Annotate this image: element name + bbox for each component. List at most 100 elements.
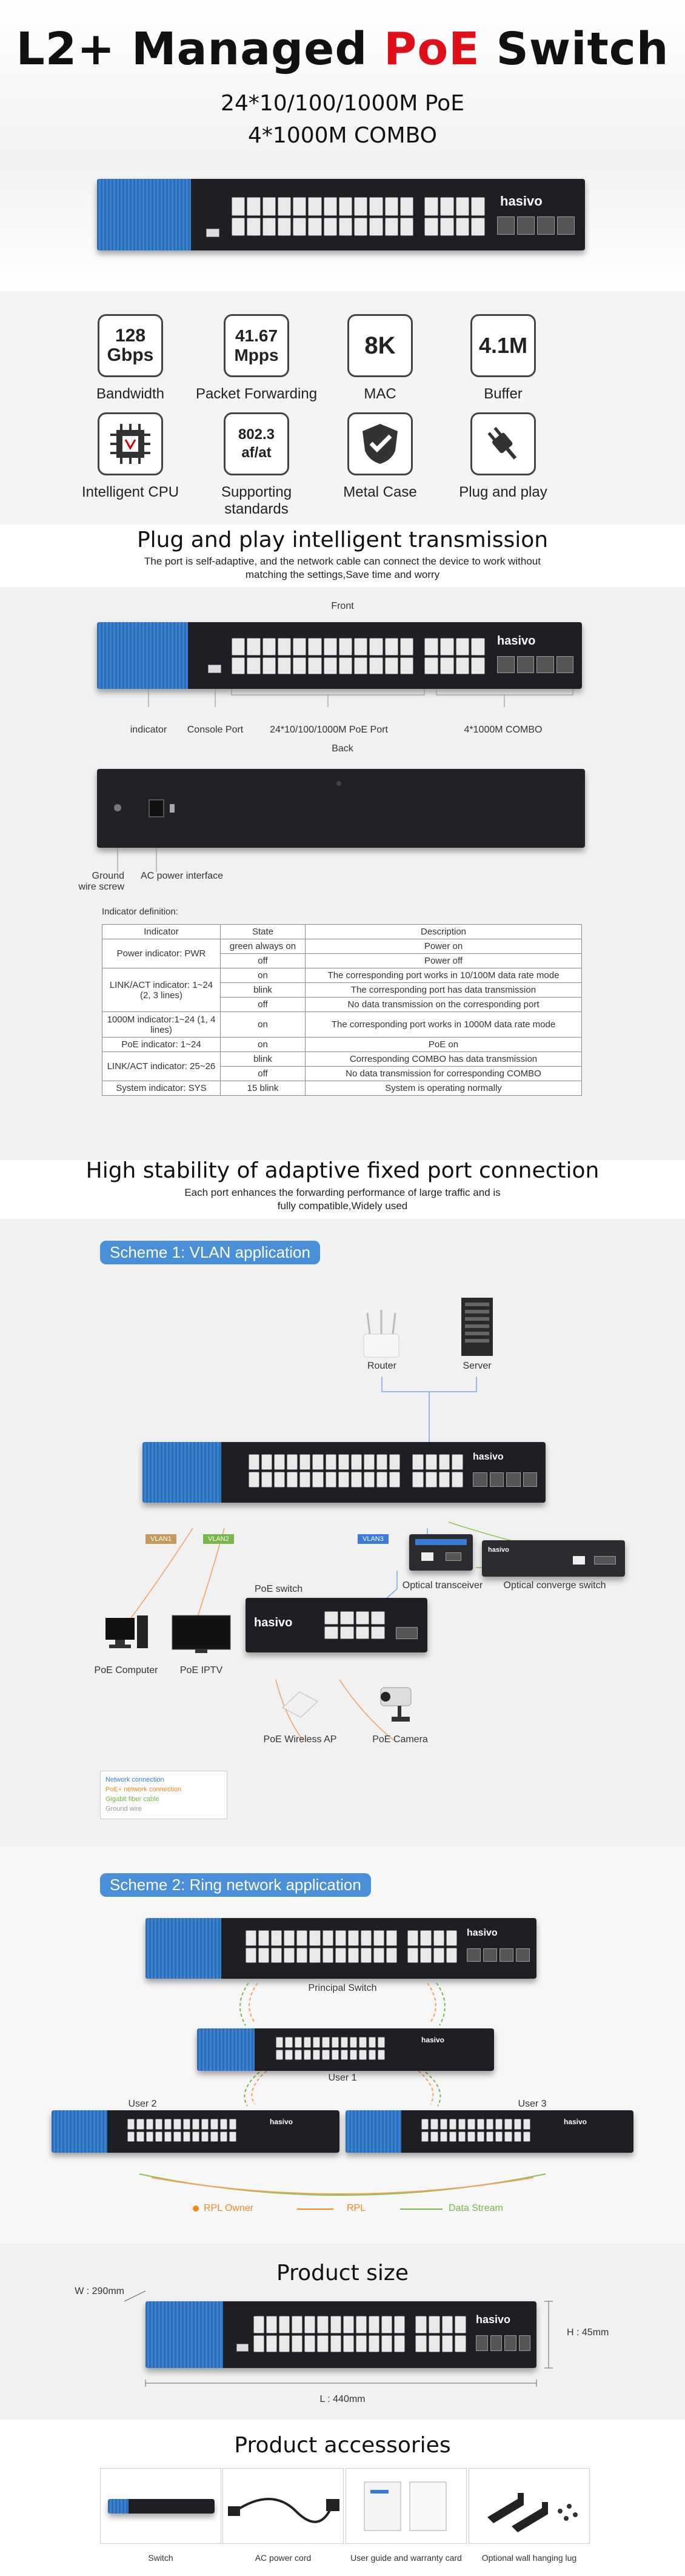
rj45-port [155, 2119, 162, 2130]
scheme1-section: Scheme 1: VLAN application Router Server [0, 1219, 685, 1846]
rj45-port [455, 657, 470, 674]
rj45-port [343, 2316, 354, 2333]
rj45-port [287, 1454, 298, 1470]
rj45-port [420, 1930, 432, 1946]
rj45-port [340, 2037, 348, 2048]
rj45-port [399, 217, 413, 236]
poe-port-label: 24*10/100/1000M PoE Port [270, 725, 388, 735]
rj45-port [428, 2335, 440, 2352]
scheme1-connection-lines [121, 1377, 534, 1741]
rj45-port [325, 1454, 336, 1470]
stability-desc-1: Each port enhances the forwarding perfor… [184, 1187, 501, 1198]
rj45-port [415, 2335, 427, 2352]
rj45-port [381, 2316, 392, 2333]
rj45-port [247, 657, 261, 674]
rj45-port [324, 1611, 338, 1625]
rj45-port [247, 217, 261, 236]
rj45-port [449, 2119, 456, 2130]
optical-transceiver-label: Optical transceiver [402, 1580, 483, 1591]
rj45-port [229, 2131, 236, 2142]
optical-switch-label: Optical converge switch [503, 1580, 606, 1591]
rj45-port [330, 2335, 341, 2352]
rj45-port [439, 2131, 447, 2142]
ring-arrows [139, 1982, 546, 2196]
computer-icon [102, 1613, 150, 1655]
feature-cpu: Intelligent CPU [64, 412, 197, 501]
feature-standards: 802.3 af/at Supporting standards [190, 412, 323, 518]
rj45-port [350, 2037, 358, 2048]
rj45-port [258, 1947, 270, 1963]
rj45-port [430, 2119, 438, 2130]
legend-item: Gigabit fiber cable [105, 1796, 159, 1803]
rj45-port [428, 2316, 440, 2333]
rj45-port [246, 1930, 257, 1946]
rj45-port [369, 638, 383, 656]
scheme1-title: Scheme 1: VLAN application [100, 1241, 320, 1264]
rpl-label: RPL [347, 2203, 366, 2213]
rj45-port [322, 1947, 333, 1963]
product-size-section: Product size hasivo W : 290mm H : 45mm L… [0, 2244, 685, 2420]
rj45-port [452, 1472, 463, 1488]
rj45-port [389, 1454, 400, 1470]
rj45-port [127, 2119, 135, 2130]
rj45-port [384, 657, 398, 674]
user1-switch: hasivo [197, 2028, 494, 2071]
rj45-port [284, 1947, 295, 1963]
bandwidth-icon: 128 Gbps [98, 314, 163, 377]
rj45-port [471, 638, 485, 656]
rj45-port [376, 1454, 387, 1470]
rj45-port [294, 2049, 302, 2060]
rj45-port [182, 2131, 190, 2142]
rj45-port [343, 2335, 354, 2352]
scheme2-section: Scheme 2: Ring network application hasiv… [0, 1846, 685, 2244]
rj45-port [377, 2049, 385, 2060]
feature-mac: 8K MAC [313, 314, 447, 403]
rj45-port [232, 217, 246, 236]
rj45-port [335, 1930, 346, 1946]
rj45-port [441, 2335, 453, 2352]
rj45-port [415, 2316, 427, 2333]
rj45-port [304, 2316, 316, 2333]
feature-bandwidth: 128 Gbps Bandwidth [64, 314, 197, 403]
rj45-port [322, 1930, 333, 1946]
rj45-port [421, 2131, 429, 2142]
iptv-icon [171, 1614, 232, 1654]
size-switch: hasivo [145, 2301, 536, 2368]
rj45-port [369, 197, 383, 216]
data-stream-line [400, 2209, 443, 2210]
rj45-port [313, 2049, 321, 2060]
rj45-port [232, 657, 246, 674]
width-dimension: W : 290mm [75, 2286, 124, 2296]
hero-subtitle-1: 24*10/100/1000M PoE [221, 91, 464, 116]
rj45-port [192, 2131, 199, 2142]
rj45-port [232, 197, 246, 216]
page-title: L2+ Managed PoE Switch [16, 23, 669, 75]
stability-desc-2: fully compatible,Widely used [277, 1200, 408, 1212]
ground-label-2: wire screw [78, 882, 124, 892]
poe-computer-label: PoE Computer [94, 1665, 158, 1675]
rj45-port [164, 2119, 172, 2130]
rj45-port [373, 1930, 384, 1946]
rj45-port [145, 2119, 153, 2130]
vlan1-tag: VLAN1 [145, 1534, 176, 1544]
rj45-port [308, 638, 322, 656]
rj45-port [309, 1947, 321, 1963]
rj45-port [369, 657, 383, 674]
rj45-port [424, 217, 438, 236]
rj45-port [523, 2131, 530, 2142]
rj45-port [219, 2119, 227, 2130]
height-dimension: H : 45mm [567, 2327, 609, 2338]
length-dimension: L : 440mm [319, 2394, 366, 2404]
rj45-port [338, 217, 352, 236]
rj45-port [312, 1454, 324, 1470]
rj45-port [294, 2037, 302, 2048]
rj45-port [247, 197, 261, 216]
rj45-port [262, 638, 276, 656]
rj45-port [363, 1472, 375, 1488]
power-cord-icon [222, 2468, 344, 2544]
rj45-port [292, 2335, 303, 2352]
rj45-port [504, 2131, 512, 2142]
